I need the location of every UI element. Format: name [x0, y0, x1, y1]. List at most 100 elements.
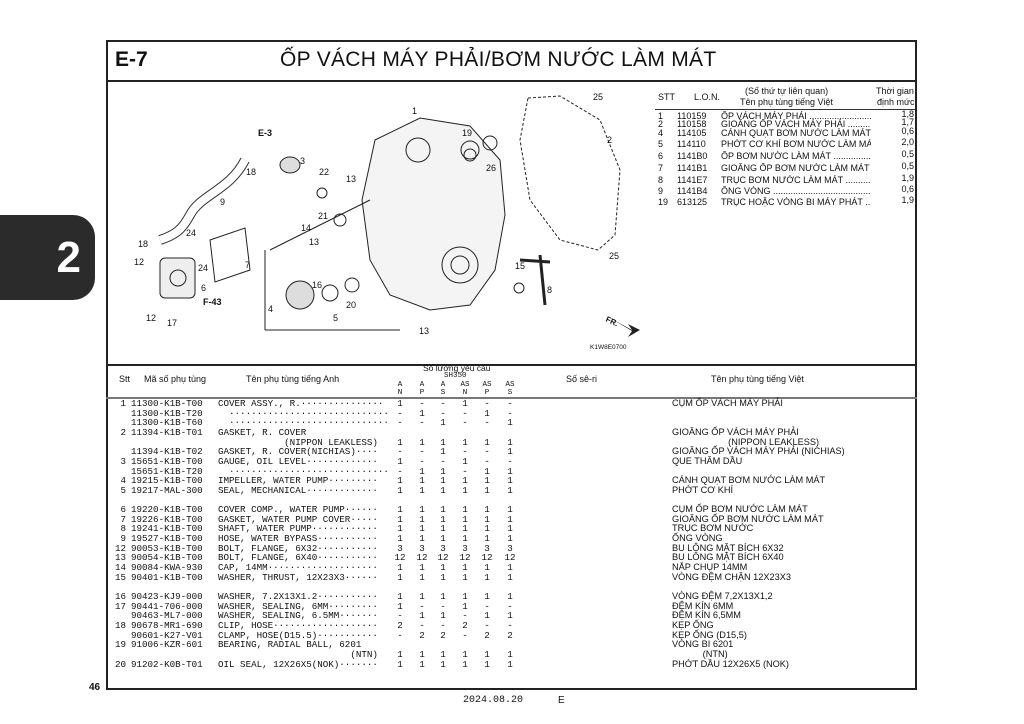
part-code: 11300-K1B-T60	[131, 417, 203, 429]
part-qty: 1	[419, 513, 425, 525]
labor-row-name-text: ỐP BƠM NƯỚC LÀM MÁT	[721, 151, 831, 161]
part-index: 9	[120, 533, 126, 545]
part-qty: 1	[507, 504, 513, 516]
part-code: 19226-K1B-T00	[131, 513, 203, 525]
part-name-vn: CỤM ỐP BƠM NƯỚC LÀM MÁT	[672, 504, 808, 515]
part-qty: 1	[507, 475, 513, 487]
part-index: 16	[114, 591, 126, 602]
part-name-vn: NẮP CHỤP 14MM	[672, 562, 748, 573]
part-qty: -	[440, 398, 446, 409]
part-name-vn: CÁNH QUẠT BƠM NƯỚC LÀM MÁT	[672, 475, 826, 486]
part-name-en: HOSE, WATER BYPASS···········	[218, 533, 378, 545]
part-name-en: GASKET, WATER PUMP COVER·····	[218, 513, 378, 525]
part-qty: 1	[440, 571, 446, 583]
variant-header: S	[440, 389, 446, 397]
callout: 12	[134, 257, 144, 267]
right-crankcase-cover	[361, 117, 506, 311]
callout: 17	[167, 318, 177, 328]
part-name-en: SEAL, MECHANICAL·············	[218, 484, 378, 496]
variant-header: P	[484, 389, 490, 397]
part-name-en: (NIPPON LEAKLESS)	[218, 436, 378, 448]
part-qty: -	[397, 610, 403, 622]
part-code: 11394-K1B-T01	[131, 426, 203, 438]
part-code: 19527-K1B-T00	[131, 533, 203, 545]
part-qty: 1	[397, 600, 403, 612]
part-qty: 1	[462, 475, 468, 487]
part-qty: 2	[419, 629, 425, 641]
part-qty: 1	[419, 562, 425, 574]
part-qty: -	[484, 417, 490, 429]
part-qty: -	[440, 600, 446, 612]
labor-row-time: 1,8	[901, 109, 914, 119]
labor-row-lon: 110159	[677, 111, 707, 121]
part-code: 90441-706-000	[131, 600, 203, 612]
part-index: 4	[120, 475, 126, 487]
callout: 19	[462, 128, 472, 138]
labor-row-stt: 9	[658, 186, 664, 196]
section-tab[interactable]: 2	[0, 215, 95, 300]
col-header-qty: Số lương yêu cầu	[423, 363, 491, 373]
part-qty: 1	[462, 658, 468, 670]
labor-row-stt: 6	[658, 151, 664, 161]
part-qty: -	[462, 465, 468, 477]
part-qty: 1	[397, 455, 403, 467]
part-qty: 1	[507, 446, 513, 458]
labor-row-lon: 114110	[677, 139, 706, 149]
variant-header: N	[462, 389, 468, 397]
part-qty: 1	[440, 436, 446, 448]
callout: F-43	[203, 297, 222, 307]
part-code: 90053-K1B-T00	[131, 542, 203, 554]
footer-date: 2024.08.20	[463, 695, 524, 706]
labor-row-stt: 1	[658, 111, 664, 121]
part-qty: 1	[507, 436, 513, 448]
part-index: 19	[114, 639, 126, 651]
part-qty: -	[397, 407, 403, 419]
part-index: 12	[114, 542, 126, 554]
part-qty: 1	[484, 610, 490, 622]
variant-header: AS	[482, 381, 492, 389]
part-qty: 1	[419, 591, 425, 602]
part-name-vn: GIOĂNG ỐP VÁCH MÁY PHẢI (NICHIAS)	[672, 446, 845, 457]
part-qty: 1	[484, 513, 490, 525]
part-name-en: WASHER, THRUST, 12X23X3······	[218, 571, 378, 583]
part-qty: 1	[397, 562, 403, 574]
part-qty: 2	[507, 629, 513, 641]
labor-row-name-text: CÁNH QUẠT BƠM NƯỚC LÀM MÁT	[721, 128, 871, 138]
part-qty: -	[419, 417, 425, 429]
part-qty: 1	[440, 475, 446, 487]
part-name-vn: PHỚT CƠ KHÍ	[672, 484, 734, 495]
part-qty: 1	[419, 648, 425, 660]
part-qty: 1	[507, 610, 513, 622]
part-name-vn: BU LÔNG MẶT BÍCH 6X32	[672, 542, 784, 553]
part-qty: 1	[507, 591, 513, 602]
labor-row-name: GIOĂNG ỐP VÁCH MÁY PHẢI ................…	[721, 119, 871, 129]
part-qty: -	[484, 398, 490, 409]
col-header-code: Mã số phụ tùng	[144, 374, 207, 384]
callout: 18	[138, 239, 148, 249]
part-name-vn: TRỤC BƠM NƯỚC	[672, 523, 754, 534]
part-qty: 1	[397, 484, 403, 496]
part-qty: -	[397, 446, 403, 458]
part-qty: 1	[507, 648, 513, 660]
labor-row-stt: 19	[658, 197, 669, 207]
callout: 12	[146, 313, 156, 323]
part-index: 14	[114, 562, 126, 574]
callout: 20	[346, 300, 356, 310]
part-qty: 1	[440, 533, 446, 545]
col-header-lon: L.O.N.	[694, 92, 721, 102]
variant-header: P	[419, 389, 425, 397]
divider	[106, 364, 917, 366]
part-qty: 3	[440, 542, 446, 554]
part-qty: 1	[397, 533, 403, 545]
part-code: 90601-K27-V01	[131, 629, 203, 641]
part-qty: 3	[397, 542, 403, 554]
part-qty: 1	[440, 465, 446, 477]
callout: 4	[268, 304, 273, 314]
part-name-vn: ỐNG VÒNG	[672, 533, 723, 544]
part-name-en: BOLT, FLANGE, 6X40···········	[218, 552, 378, 564]
labor-row-name-text: TRỤC BƠM NƯỚC LÀM MÁT	[721, 175, 843, 185]
part-code: 91006-KZR-601	[131, 639, 203, 651]
labor-row-lon: 114105	[677, 128, 707, 138]
part-qty: 1	[484, 591, 490, 602]
part-qty: 1	[397, 436, 403, 448]
